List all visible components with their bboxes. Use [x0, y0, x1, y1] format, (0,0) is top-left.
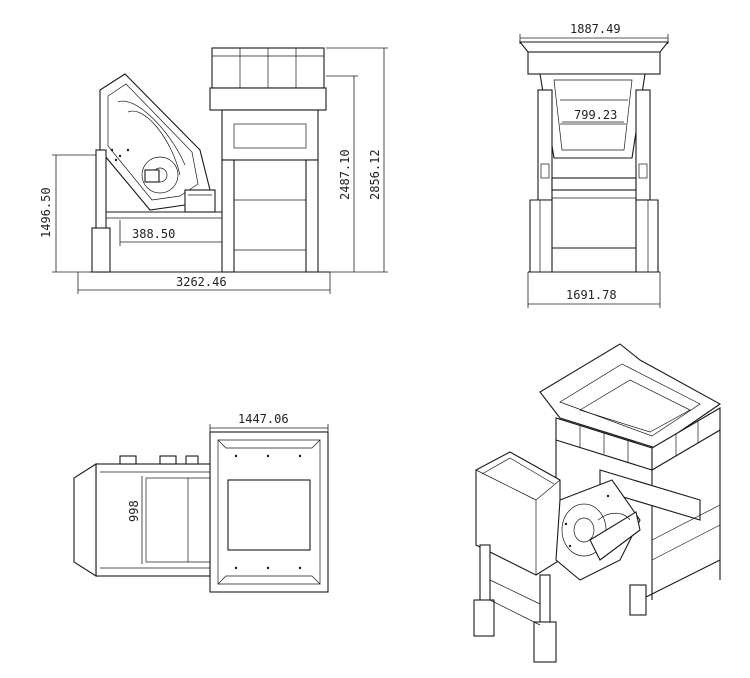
dim-base-width: 1691.78	[566, 288, 617, 302]
dim-hopper-width: 1447.06	[238, 412, 289, 426]
dim-height-frame: 1496.50	[39, 187, 53, 238]
dim-height-total: 2856.12	[368, 149, 382, 200]
dim-offset: 388.50	[132, 227, 175, 241]
dim-top-width: 1887.49	[570, 22, 621, 36]
front-view: 1887.49 799.23 1691.78	[518, 22, 670, 308]
dim-length: 3262.46	[176, 275, 227, 289]
dim-height-mid: 2487.10	[338, 149, 352, 200]
dim-inner-width: 799.23	[574, 108, 617, 122]
top-view: 1447.06 998	[73, 412, 329, 593]
dim-depth: 998	[127, 500, 141, 522]
side-view: 1496.50 2487.10 2856.12 388.50 3262.46	[39, 47, 388, 294]
isometric-view	[473, 343, 722, 663]
